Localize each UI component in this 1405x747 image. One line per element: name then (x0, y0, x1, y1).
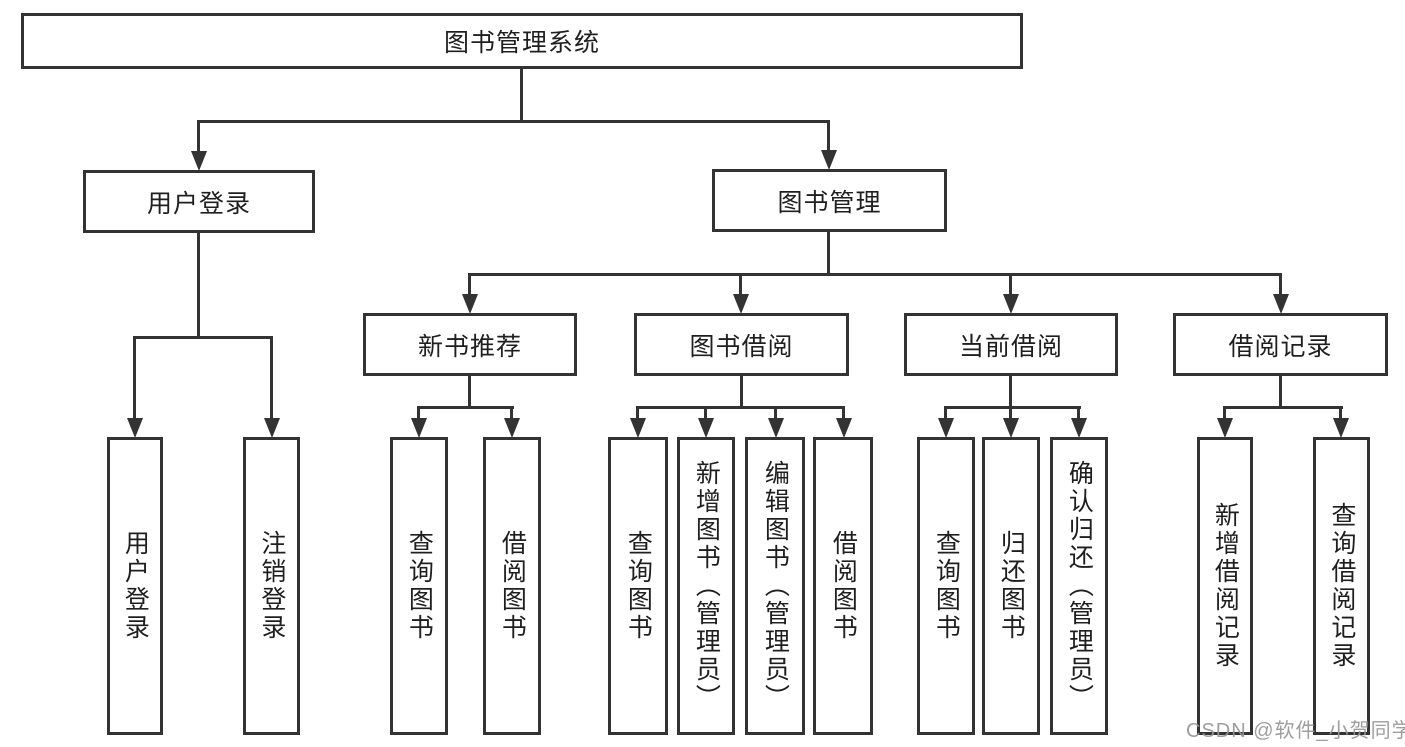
leaf-logout-label: 注销登录 (257, 530, 286, 642)
leaf-cb-query-books: 查询图书 (917, 437, 975, 735)
leaf-user-login-label: 用户登录 (121, 530, 150, 642)
connector-arrow-user-login (190, 120, 207, 171)
leaf-nb-query-books: 查询图书 (390, 437, 448, 735)
connector-arrow-current-borrow (1002, 273, 1019, 314)
node-user-login: 用户登录 (83, 170, 315, 233)
leaf-bb-edit-books-label: 编辑图书（管理员） (761, 460, 790, 712)
connector-arrow-bb-add (697, 406, 714, 438)
connector-root-stub (520, 69, 523, 122)
connector-arrow-bb-edit (767, 406, 784, 438)
csdn-watermark: CSDN @软件_小贺同学 (1186, 720, 1405, 742)
connector-level3-rail (469, 273, 1281, 276)
connector-arrow-cb-query (937, 406, 954, 438)
node-book-borrow: 图书借阅 (634, 313, 849, 376)
connector-new-book-rail (418, 406, 514, 409)
leaf-bb-query-books: 查询图书 (608, 437, 668, 735)
connector-arrow-borrow-records (1272, 273, 1289, 314)
connector-arrow-nb-query (410, 406, 427, 438)
leaf-nb-query-books-label: 查询图书 (405, 530, 434, 642)
connector-level2-rail (198, 120, 830, 123)
leaf-user-login: 用户登录 (107, 437, 163, 735)
leaf-br-add-record: 新增借阅记录 (1197, 437, 1253, 735)
leaf-logout: 注销登录 (243, 437, 300, 735)
connector-borrow-records-rail (1224, 406, 1343, 409)
connector-book-management-stub (827, 232, 830, 275)
connector-book-borrow-stub (740, 376, 743, 408)
connector-current-borrow-stub (1009, 376, 1012, 408)
leaf-br-query-record-label: 查询借阅记录 (1327, 502, 1356, 670)
connector-arrow-br-add (1216, 406, 1233, 438)
leaf-cb-return-books: 归还图书 (982, 437, 1040, 735)
connector-arrow-bb-borrow (835, 406, 852, 438)
leaf-bb-add-books: 新增图书（管理员） (677, 437, 735, 735)
leaf-nb-borrow-books-label: 借阅图书 (498, 530, 527, 642)
leaf-bb-edit-books: 编辑图书（管理员） (745, 437, 805, 735)
connector-arrow-br-query (1332, 406, 1349, 438)
leaf-cb-query-books-label: 查询图书 (932, 530, 961, 642)
leaf-cb-confirm-return-label: 确认归还（管理员） (1065, 460, 1094, 712)
connector-arrow-cb-confirm (1070, 406, 1087, 438)
connector-user-login-stub (197, 233, 200, 339)
connector-arrow-nb-borrow (503, 406, 520, 438)
node-library-system: 图书管理系统 (21, 13, 1023, 69)
leaf-bb-borrow-books-label: 借阅图书 (829, 530, 858, 642)
leaf-br-add-record-label: 新增借阅记录 (1211, 502, 1240, 670)
leaf-bb-query-books-label: 查询图书 (624, 530, 653, 642)
connector-arrow-leaf-logout (263, 336, 280, 438)
leaf-bb-add-books-label: 新增图书（管理员） (692, 460, 721, 712)
leaf-bb-borrow-books: 借阅图书 (813, 437, 873, 735)
connector-arrow-leaf-user-login (126, 336, 143, 438)
connector-arrow-book-management (820, 120, 837, 170)
connector-arrow-cb-return (1002, 406, 1019, 438)
connector-user-login-rail (134, 336, 273, 339)
connector-arrow-bb-query (629, 406, 646, 438)
leaf-br-query-record: 查询借阅记录 (1313, 437, 1370, 735)
connector-arrow-book-borrow (732, 273, 749, 314)
connector-book-borrow-rail (637, 406, 845, 409)
node-new-book-recommend: 新书推荐 (363, 313, 577, 376)
node-current-borrow: 当前借阅 (904, 313, 1118, 376)
leaf-nb-borrow-books: 借阅图书 (483, 437, 541, 735)
node-borrow-records: 借阅记录 (1173, 313, 1388, 376)
node-book-management: 图书管理 (712, 169, 947, 232)
leaf-cb-confirm-return: 确认归还（管理员） (1050, 437, 1108, 735)
connector-new-book-stub (468, 376, 471, 408)
connector-arrow-new-book (461, 273, 478, 314)
leaf-cb-return-books-label: 归还图书 (997, 530, 1026, 642)
connector-borrow-records-stub (1279, 376, 1282, 408)
connector-current-borrow-rail (945, 406, 1081, 409)
